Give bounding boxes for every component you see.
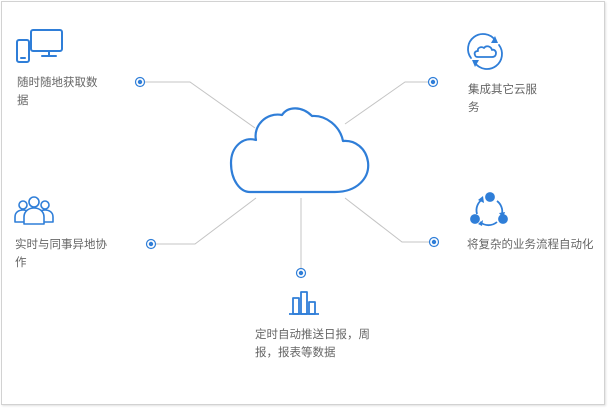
devices-icon bbox=[16, 29, 63, 63]
dot-bottom bbox=[295, 267, 307, 279]
connector-top-left bbox=[142, 81, 256, 129]
dot-middle-right bbox=[428, 236, 440, 248]
cloud-sync-icon bbox=[467, 33, 503, 70]
connector-middle-left bbox=[151, 197, 257, 245]
dot-top-left bbox=[134, 76, 146, 88]
dot-middle-left bbox=[145, 238, 157, 250]
label-anytime-data-access: 随时随地获取数据 bbox=[17, 75, 98, 107]
label-scheduled-reports: 定时自动推送日报，周报，报表等数据 bbox=[255, 327, 370, 359]
dot-top-right bbox=[427, 76, 439, 88]
bar-chart-icon bbox=[289, 291, 319, 315]
connectors bbox=[142, 81, 433, 273]
cloud-icon bbox=[229, 107, 370, 194]
connector-middle-right bbox=[344, 197, 433, 243]
label-automate-workflows: 将复杂的业务流程自动化 bbox=[467, 237, 594, 251]
label-remote-collaboration: 实时与同事异地协作 bbox=[15, 237, 107, 269]
label-integrate-cloud-services: 集成其它云服务 bbox=[468, 82, 537, 114]
people-group-icon bbox=[14, 196, 54, 225]
connector-top-right bbox=[344, 81, 433, 125]
endpoint-dots bbox=[134, 76, 440, 279]
workflow-cycle-icon bbox=[470, 192, 508, 226]
